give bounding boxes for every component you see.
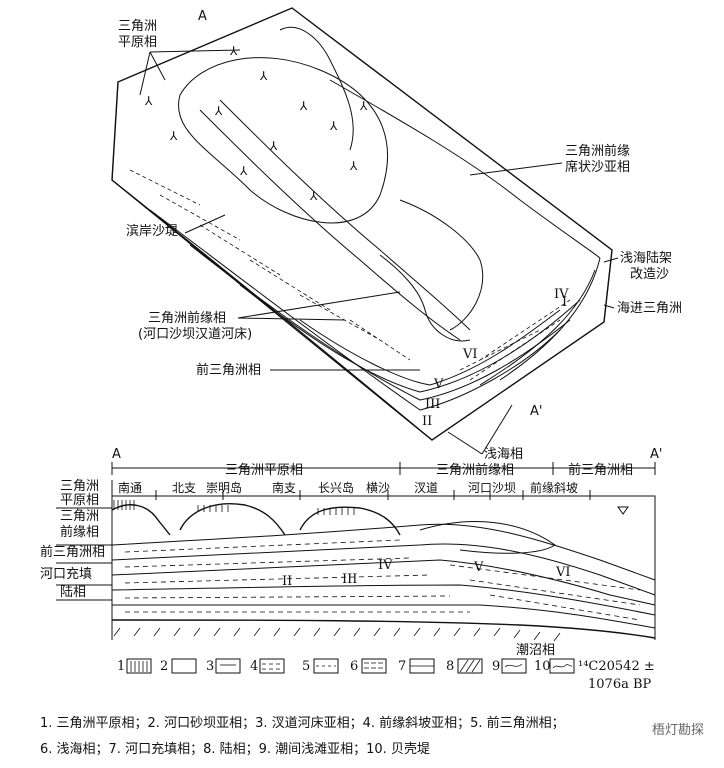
block-roman-numerals: IV I VI V III II [422, 287, 569, 429]
header-delta-front: 三角洲前缘相 [436, 462, 514, 478]
svg-text:汊道: 汊道 [414, 481, 438, 495]
svg-text:改造沙: 改造沙 [630, 267, 669, 282]
svg-text:⅄: ⅄ [259, 69, 268, 83]
label-prodelta: 前三角洲相 [196, 362, 261, 378]
block-diagram: ⅄ ⅄ ⅄ ⅄ ⅄ ⅄ ⅄ ⅄ ⅄ ⅄ ⅄ ⅄ [111, 7, 613, 441]
block-label-a: A [198, 9, 207, 24]
cross-section [111, 462, 656, 642]
svg-text:三角洲前缘相: 三角洲前缘相 [148, 310, 226, 326]
svg-text:III: III [342, 572, 357, 587]
svg-text:⅄: ⅄ [229, 44, 238, 58]
svg-text:4: 4 [250, 659, 258, 674]
caption-line-1: 1. 三角洲平原相；2. 河口砂坝亚相；3. 汊道河床亚相；4. 前缘斜坡亚相；… [40, 716, 565, 731]
section-label-a-prime: A' [650, 447, 662, 462]
svg-text:⅄: ⅄ [214, 104, 223, 118]
svg-text:VI: VI [555, 565, 571, 580]
svg-text:⅄: ⅄ [144, 94, 153, 108]
label-shallow-sea: 浅海相 [484, 447, 523, 462]
block-label-a-prime: A' [530, 404, 542, 419]
svg-text:前三角洲相: 前三角洲相 [40, 544, 105, 560]
section-label-a: A [112, 447, 121, 462]
label-front-sheet-sand: 三角洲前缘 席状沙亚相 [565, 143, 630, 175]
svg-text:三角洲: 三角洲 [118, 19, 157, 34]
svg-text:(河口沙坝汉道河床): (河口沙坝汉道河床) [138, 327, 252, 342]
svg-text:河口沙坝: 河口沙坝 [468, 481, 516, 495]
svg-text:陆相: 陆相 [60, 584, 86, 600]
svg-text:I: I [562, 295, 567, 310]
svg-text:河口充填: 河口充填 [40, 566, 92, 582]
svg-text:三角洲前缘: 三角洲前缘 [565, 143, 630, 159]
svg-text:III: III [425, 397, 440, 412]
caption-line-2: 6. 浅海相；7. 河口充填相；8. 陆相；9. 潮间浅滩亚相；10. 贝壳堤 [40, 742, 430, 757]
svg-text:8: 8 [446, 659, 454, 674]
delta-diagram: ⅄ ⅄ ⅄ ⅄ ⅄ ⅄ ⅄ ⅄ ⅄ ⅄ ⅄ ⅄ A A' 三角洲 平原相 三角洲前缘 席状沙亚相… [40, 7, 682, 692]
label-beach-ridge: 滨岸沙堤 [126, 223, 178, 239]
legend: 1 2 3 4 5 6 7 8 9 10 ¹⁴C20542 ± 1076a BP [117, 658, 655, 692]
svg-text:三角洲: 三角洲 [60, 479, 99, 494]
svg-text:浅海陆架: 浅海陆架 [620, 250, 672, 266]
svg-text:⅄: ⅄ [299, 99, 308, 113]
header-delta-plain: 三角洲平原相 [225, 463, 303, 478]
label-delta-front: 三角洲前缘相 (河口沙坝汉道河床) [138, 310, 252, 342]
svg-text:北支: 北支 [172, 481, 196, 495]
svg-text:V: V [473, 560, 484, 575]
header-prodelta: 前三角洲相 [568, 462, 633, 478]
svg-text:⅄: ⅄ [329, 119, 338, 133]
label-transgressive-delta: 海进三角洲 [617, 301, 682, 316]
svg-text:南支: 南支 [272, 480, 296, 495]
svg-text:¹⁴C20542 ±: ¹⁴C20542 ± [578, 659, 655, 674]
section-subheaders: 南通 北支 崇明岛 南支 长兴岛 横沙 汊道 河口沙坝 前缘斜坡 [118, 480, 578, 495]
svg-text:IV: IV [554, 287, 569, 302]
svg-text:9: 9 [492, 659, 500, 674]
svg-text:VI: VI [462, 347, 478, 362]
svg-text:南通: 南通 [118, 480, 142, 495]
svg-text:II: II [422, 414, 432, 429]
svg-text:席状沙亚相: 席状沙亚相 [565, 159, 630, 175]
svg-text:横沙: 横沙 [366, 481, 390, 495]
label-delta-plain: 三角洲 平原相 [118, 19, 157, 50]
svg-text:平原相: 平原相 [60, 493, 99, 508]
svg-text:⅄: ⅄ [239, 164, 248, 178]
svg-text:2: 2 [160, 659, 168, 674]
svg-text:崇明岛: 崇明岛 [206, 480, 242, 495]
svg-text:10: 10 [534, 659, 551, 674]
svg-text:三角洲: 三角洲 [60, 509, 99, 524]
svg-text:⅄: ⅄ [349, 159, 358, 173]
svg-text:V: V [433, 377, 444, 392]
svg-text:前缘相: 前缘相 [60, 524, 99, 540]
section-left-labels: 三角洲 平原相 三角洲 前缘相 前三角洲相 河口充填 陆相 [40, 479, 105, 600]
svg-text:II: II [282, 574, 292, 589]
svg-text:⅄: ⅄ [359, 99, 368, 113]
svg-text:1: 1 [117, 659, 125, 674]
svg-text:⅄: ⅄ [269, 139, 278, 153]
svg-text:7: 7 [398, 659, 406, 674]
svg-text:5: 5 [302, 659, 310, 674]
watermark: 梧灯勘探 [651, 723, 704, 738]
svg-text:⅄: ⅄ [169, 129, 178, 143]
svg-text:⅄: ⅄ [309, 189, 318, 203]
svg-text:长兴岛: 长兴岛 [318, 480, 354, 495]
svg-text:IV: IV [378, 558, 393, 573]
tidal-flat-label: 潮沼相 [516, 643, 555, 658]
svg-text:平原相: 平原相 [118, 35, 157, 50]
section-roman-numerals: II III IV V VI [282, 558, 571, 589]
plain-markers: ⅄ ⅄ ⅄ ⅄ ⅄ ⅄ ⅄ ⅄ ⅄ ⅄ ⅄ ⅄ [144, 44, 368, 203]
svg-text:3: 3 [206, 659, 214, 674]
svg-text:1076a BP: 1076a BP [588, 677, 652, 692]
label-shelf-sand: 浅海陆架 改造沙 [620, 250, 672, 282]
svg-text:6: 6 [350, 659, 358, 674]
svg-text:前缘斜坡: 前缘斜坡 [530, 480, 578, 495]
